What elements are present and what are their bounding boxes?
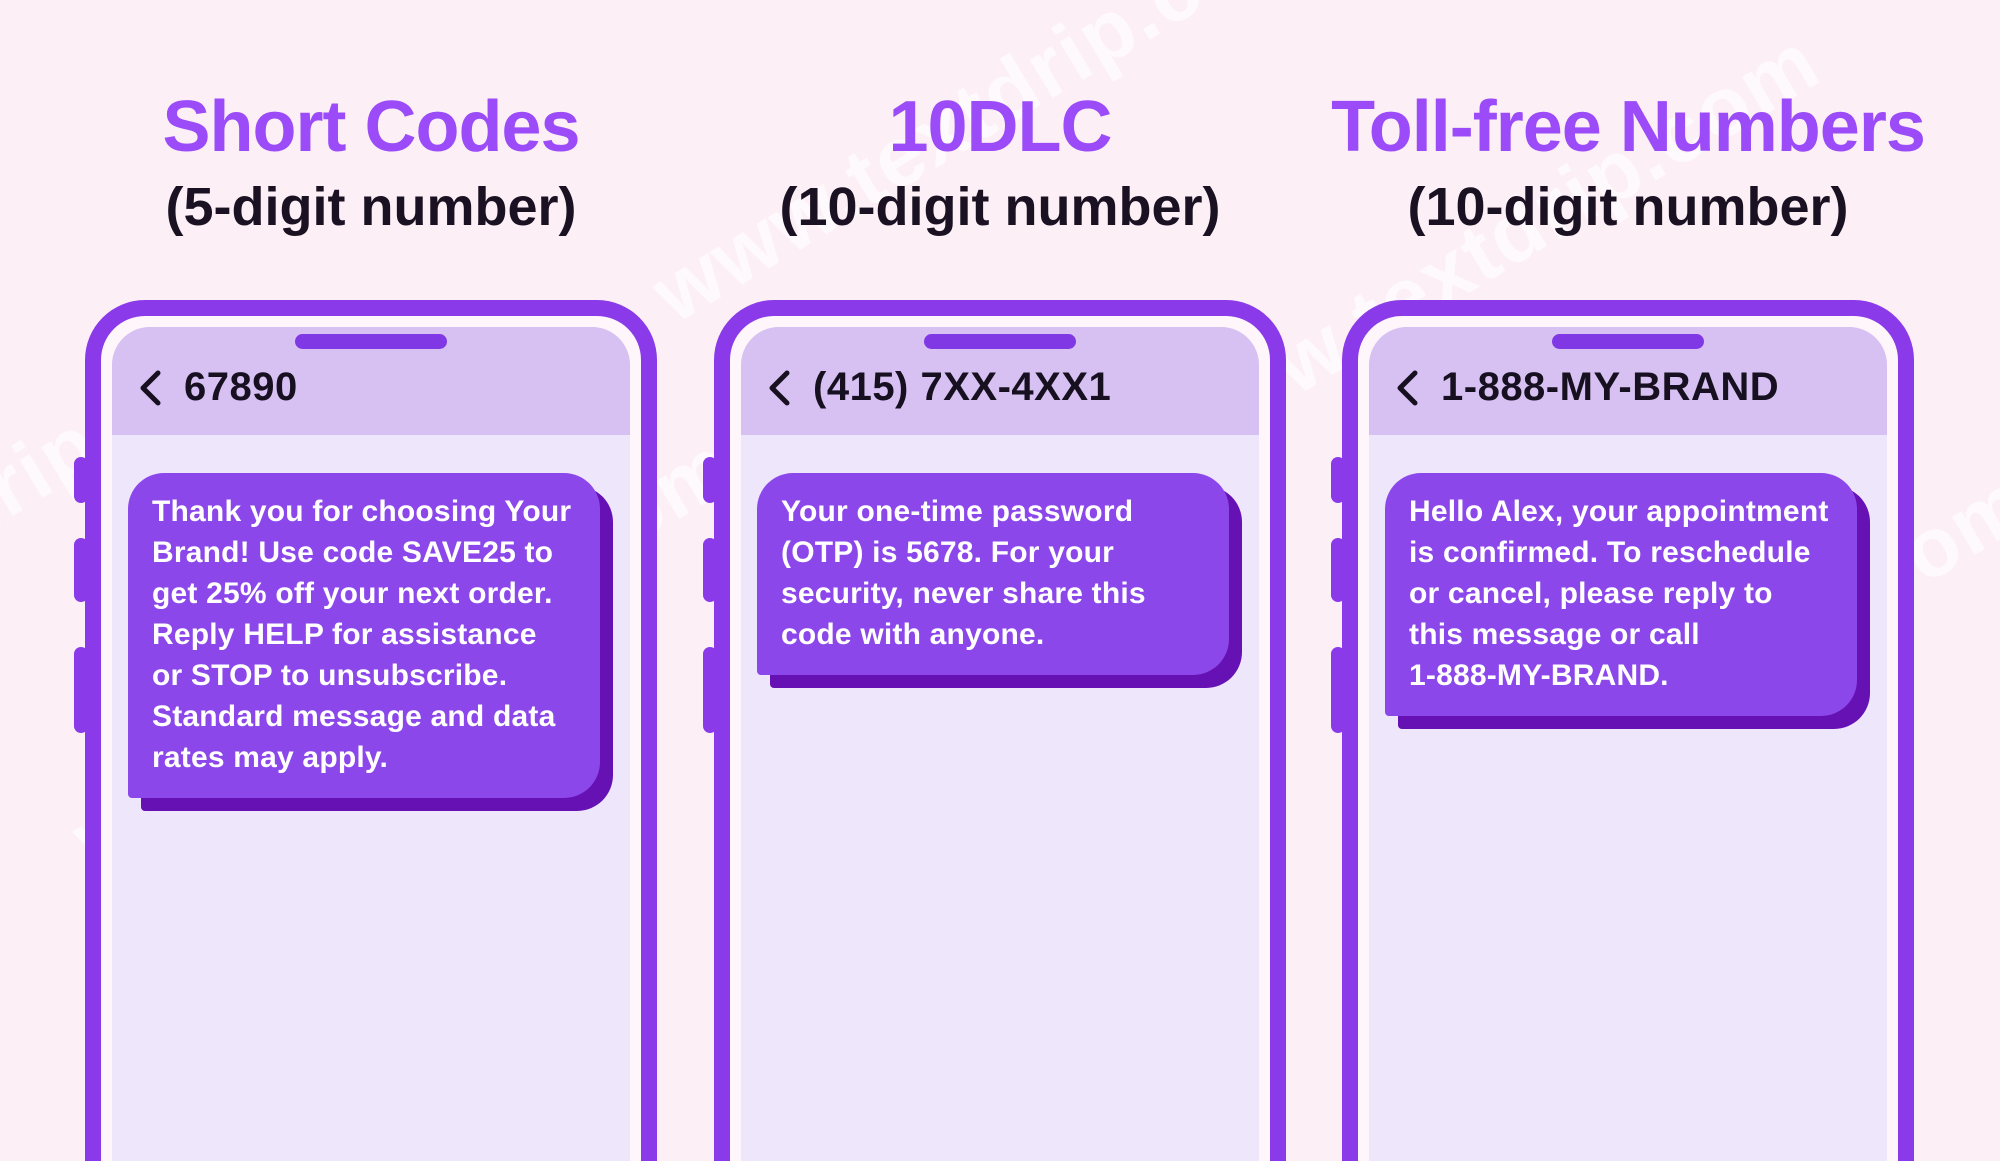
message-bubble: Your one-time password (OTP) is 5678. Fo… [757,473,1229,675]
phone-side-button [703,647,717,733]
messages-header: 67890 [112,327,630,435]
message-text: Your one-time password (OTP) is 5678. Fo… [781,495,1146,651]
conversation-header-row: 67890 [138,365,298,410]
phone-side-button [74,538,88,602]
sender-number: 1-888-MY-BRAND [1441,365,1780,409]
speaker-notch-bar [924,334,1076,349]
message-text: Thank you for choosing Your Brand! Use c… [152,495,572,774]
back-chevron-icon [140,370,161,405]
messages-header: (415) 7XX-4XX1 [741,327,1259,435]
column-title: 10DLC [888,87,1112,167]
message-text: Hello Alex, your appointment is confirme… [1409,495,1829,692]
phone-side-button [1331,457,1345,503]
column-short-codes: Short Codes (5-digit number) 67890 Than [56,0,686,1161]
message-bubble: Thank you for choosing Your Brand! Use c… [128,473,600,798]
phone-side-button [74,647,88,733]
column-subtitle: (10-digit number) [779,177,1221,237]
column-10dlc: 10DLC (10-digit number) (415) 7XX-4XX1 [685,0,1315,1161]
back-chevron-icon [769,370,790,405]
phone-screen: 67890 Thank you for choosing Your Brand!… [112,327,630,1161]
column-title: Short Codes [162,87,580,167]
phone-side-button [703,457,717,503]
phone-side-button [1331,647,1345,733]
phone-side-button [74,457,88,503]
column-title: Toll-free Numbers [1331,87,1926,167]
sender-number: 67890 [184,365,298,409]
phone-mockup-short-codes: 67890 Thank you for choosing Your Brand!… [74,300,657,1161]
speaker-notch-bar [1552,334,1704,349]
conversation-header-row: 1-888-MY-BRAND [1395,365,1779,410]
speaker-notch-bar [295,334,447,349]
column-subtitle: (10-digit number) [1407,177,1849,237]
phone-side-button [703,538,717,602]
column-subtitle: (5-digit number) [165,177,577,237]
sender-number: (415) 7XX-4XX1 [813,365,1112,409]
phone-screen: 1-888-MY-BRAND Hello Alex, your appointm… [1369,327,1887,1161]
conversation-header-row: (415) 7XX-4XX1 [767,365,1111,410]
messages-header: 1-888-MY-BRAND [1369,327,1887,435]
column-toll-free: Toll-free Numbers (10-digit number) 1-88… [1313,0,1943,1161]
phone-screen: (415) 7XX-4XX1 Your one-time password (O… [741,327,1259,1161]
message-bubble: Hello Alex, your appointment is confirme… [1385,473,1857,716]
back-chevron-icon [1397,370,1418,405]
phone-mockup-toll-free: 1-888-MY-BRAND Hello Alex, your appointm… [1331,300,1914,1161]
phone-mockup-10dlc: (415) 7XX-4XX1 Your one-time password (O… [703,300,1286,1161]
phone-side-button [1331,538,1345,602]
